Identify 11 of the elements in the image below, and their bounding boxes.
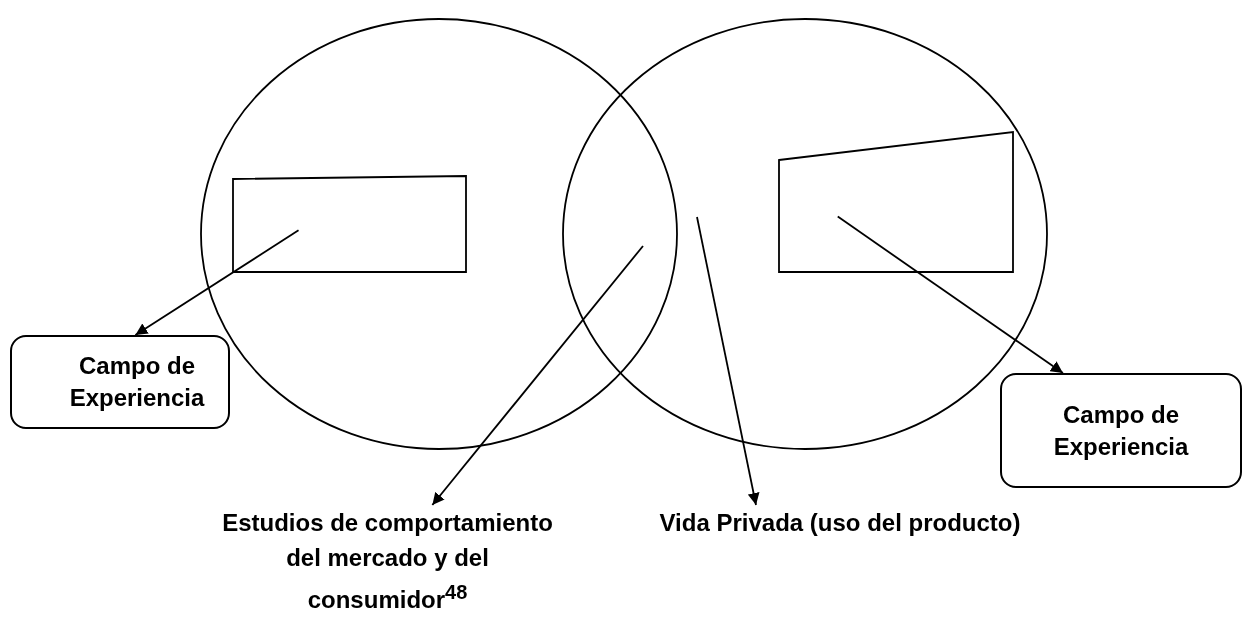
circle-outline: [562, 18, 1048, 450]
caption-text: Estudios de comportamiento del mercado y del consumidor$^{48}$: [215, 505, 560, 615]
leader-arrow: [836, 215, 1064, 374]
text-box: Campo de Experiencia: [10, 335, 230, 429]
caption-text: Vida Privada (uso del producto): [640, 505, 1040, 545]
leader-arrow: [134, 229, 300, 336]
leader-arrow: [431, 245, 644, 506]
quadrilateral-shape: [779, 132, 1014, 273]
leader-arrow: [696, 216, 760, 506]
text-box: Campo de Experiencia: [1000, 373, 1242, 488]
quadrilateral-shape: [233, 176, 467, 273]
